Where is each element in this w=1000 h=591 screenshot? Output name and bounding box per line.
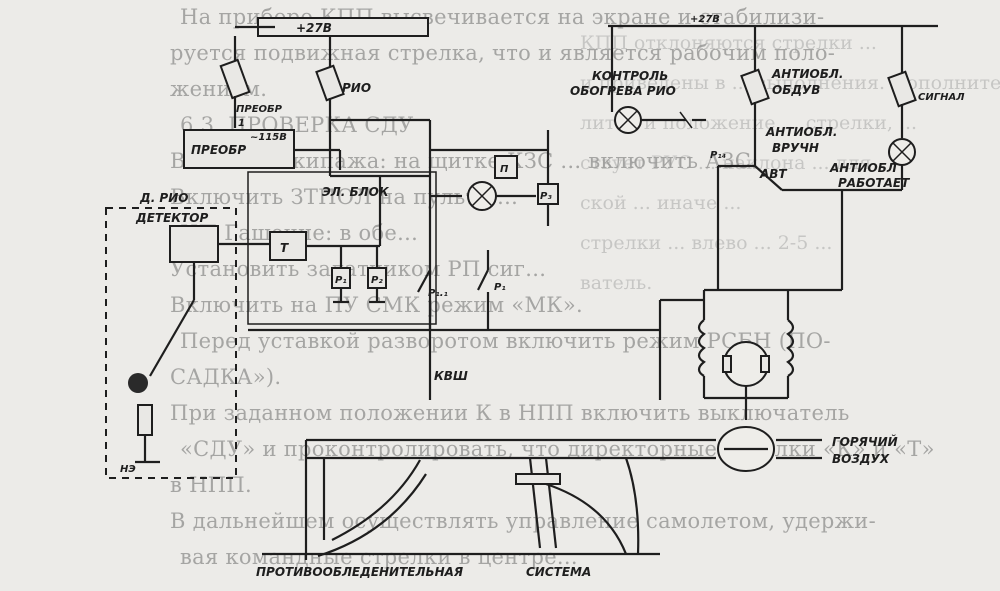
d-rio-sensor: Д. РИО ДЕТЕКТОР НЭ bbox=[105, 191, 270, 479]
power-right-label: +27В bbox=[690, 14, 720, 25]
power-bus-left: +27В bbox=[257, 17, 429, 37]
power-left-label: +27В bbox=[296, 21, 332, 35]
svg-text:ПРОТИВООБЛЕДЕНИТЕЛЬНАЯ: ПРОТИВООБЛЕДЕНИТЕЛЬНАЯ bbox=[256, 565, 463, 579]
svg-text:АВТ: АВТ bbox=[759, 167, 787, 181]
background-ghost-line: ской ... иначе ... bbox=[580, 192, 742, 214]
svg-text:ДЕТЕКТОР: ДЕТЕКТОР bbox=[135, 211, 208, 225]
background-text-line: Перед уставкой разворотом включить режим… bbox=[180, 329, 831, 353]
hot-air-duct: ГОРЯЧИЙ ВОЗДУХ ПРОТИВООБЛЕДЕНИТЕЛЬНАЯ СИ… bbox=[256, 426, 898, 579]
svg-text:Д. РИО: Д. РИО bbox=[139, 191, 188, 205]
svg-text:ОБДУВ: ОБДУВ bbox=[772, 83, 820, 97]
svg-text:ОБОГРЕВА РИО: ОБОГРЕВА РИО bbox=[570, 84, 676, 98]
power-bus-right: +27В bbox=[608, 14, 938, 28]
svg-text:ВРУЧН: ВРУЧН bbox=[772, 141, 819, 155]
svg-text:КВШ: КВШ bbox=[434, 369, 468, 383]
svg-text:Р₁.₁: Р₁.₁ bbox=[428, 288, 448, 299]
background-text-line: В дальнейшем осуществлять управление сам… bbox=[170, 509, 876, 533]
fuse-antiobl-obduv: АНТИОБЛ. ОБДУВ bbox=[740, 26, 843, 126]
background-text-line: САДКА»). bbox=[170, 365, 282, 389]
svg-text:РИО: РИО bbox=[342, 81, 371, 95]
svg-text:СИСТЕМА: СИСТЕМА bbox=[526, 565, 591, 579]
background-ghost-line: ватель. bbox=[580, 272, 653, 294]
svg-text:КОНТРОЛЬ: КОНТРОЛЬ bbox=[592, 69, 668, 83]
background-ghost-line: ствует РУС ... наклона ... для bbox=[580, 152, 872, 174]
svg-text:НЭ: НЭ bbox=[120, 464, 136, 475]
svg-text:ПРЕОБР: ПРЕОБР bbox=[191, 143, 246, 157]
background-ghost-line: КПП отклоняются стрелки ... bbox=[580, 32, 877, 54]
background-text-line: При заданном положении К в НПП включить … bbox=[170, 401, 850, 425]
el-blok: ЭЛ. БЛОК Т Р₁ Р₂ bbox=[247, 120, 437, 325]
svg-text:РАБОТАЕТ: РАБОТАЕТ bbox=[838, 176, 910, 190]
svg-text:Р₁₄: Р₁₄ bbox=[710, 150, 726, 161]
background-text-line: руется подвижная стрелка, что и является… bbox=[170, 41, 836, 65]
fuse-rio: РИО bbox=[315, 36, 371, 120]
svg-text:ВОЗДУХ: ВОЗДУХ bbox=[832, 452, 890, 466]
motor-actuator bbox=[660, 288, 842, 420]
relay-contacts: Р₁.₁ Р₁ КВШ bbox=[248, 250, 662, 400]
fuse-preobr: ПРЕОБР 1 bbox=[219, 25, 283, 129]
svg-text:Р₁: Р₁ bbox=[335, 275, 347, 286]
svg-text:Р₃: Р₃ bbox=[540, 191, 552, 202]
preobr-box: ПРЕОБР ~115В bbox=[183, 129, 342, 170]
ac-voltage-label: ~115В bbox=[250, 132, 287, 143]
kontrol-obogreva-rio: КОНТРОЛЬ ОБОГРЕВА РИО bbox=[570, 26, 706, 134]
background-text-line: в НПП. bbox=[170, 473, 252, 497]
fuse-preobr-label: ПРЕОБР bbox=[236, 104, 283, 115]
svg-text:Т: Т bbox=[280, 241, 289, 255]
svg-text:1: 1 bbox=[238, 118, 245, 129]
svg-text:Р₂: Р₂ bbox=[371, 275, 383, 286]
antiobl-switch: АНТИОБЛ. ВРУЧН АВТ Р₁₄ bbox=[710, 125, 842, 290]
sensor-probe-icon bbox=[128, 373, 148, 393]
background-text-line: вая командные стрелки в центре... bbox=[180, 545, 578, 569]
svg-text:П: П bbox=[500, 164, 509, 175]
lamp-middle: П Р₃ bbox=[430, 130, 559, 226]
background-text-line: жением. bbox=[170, 77, 268, 101]
background-ghost-line: лится и положение ... стрелки, ... bbox=[580, 112, 918, 134]
background-ghost-line: стрелки ... влево ... 2-5 ... bbox=[580, 232, 833, 254]
svg-text:СИГНАЛ: СИГНАЛ bbox=[918, 92, 965, 103]
antiobl-rabotaet-lamp: АНТИОБЛ РАБОТАЕТ bbox=[829, 138, 916, 290]
fuse-signal: СИГНАЛ bbox=[887, 26, 965, 138]
svg-text:АНТИОБЛ: АНТИОБЛ bbox=[829, 161, 897, 175]
svg-text:АНТИОБЛ.: АНТИОБЛ. bbox=[771, 67, 843, 81]
svg-text:АНТИОБЛ.: АНТИОБЛ. bbox=[765, 125, 837, 139]
svg-text:Р₁: Р₁ bbox=[494, 282, 506, 293]
svg-text:ЭЛ. БЛОК: ЭЛ. БЛОК bbox=[322, 185, 390, 199]
svg-text:ГОРЯЧИЙ: ГОРЯЧИЙ bbox=[832, 434, 898, 449]
background-text-line: Установить задатчиком РП сиг... bbox=[170, 257, 547, 281]
